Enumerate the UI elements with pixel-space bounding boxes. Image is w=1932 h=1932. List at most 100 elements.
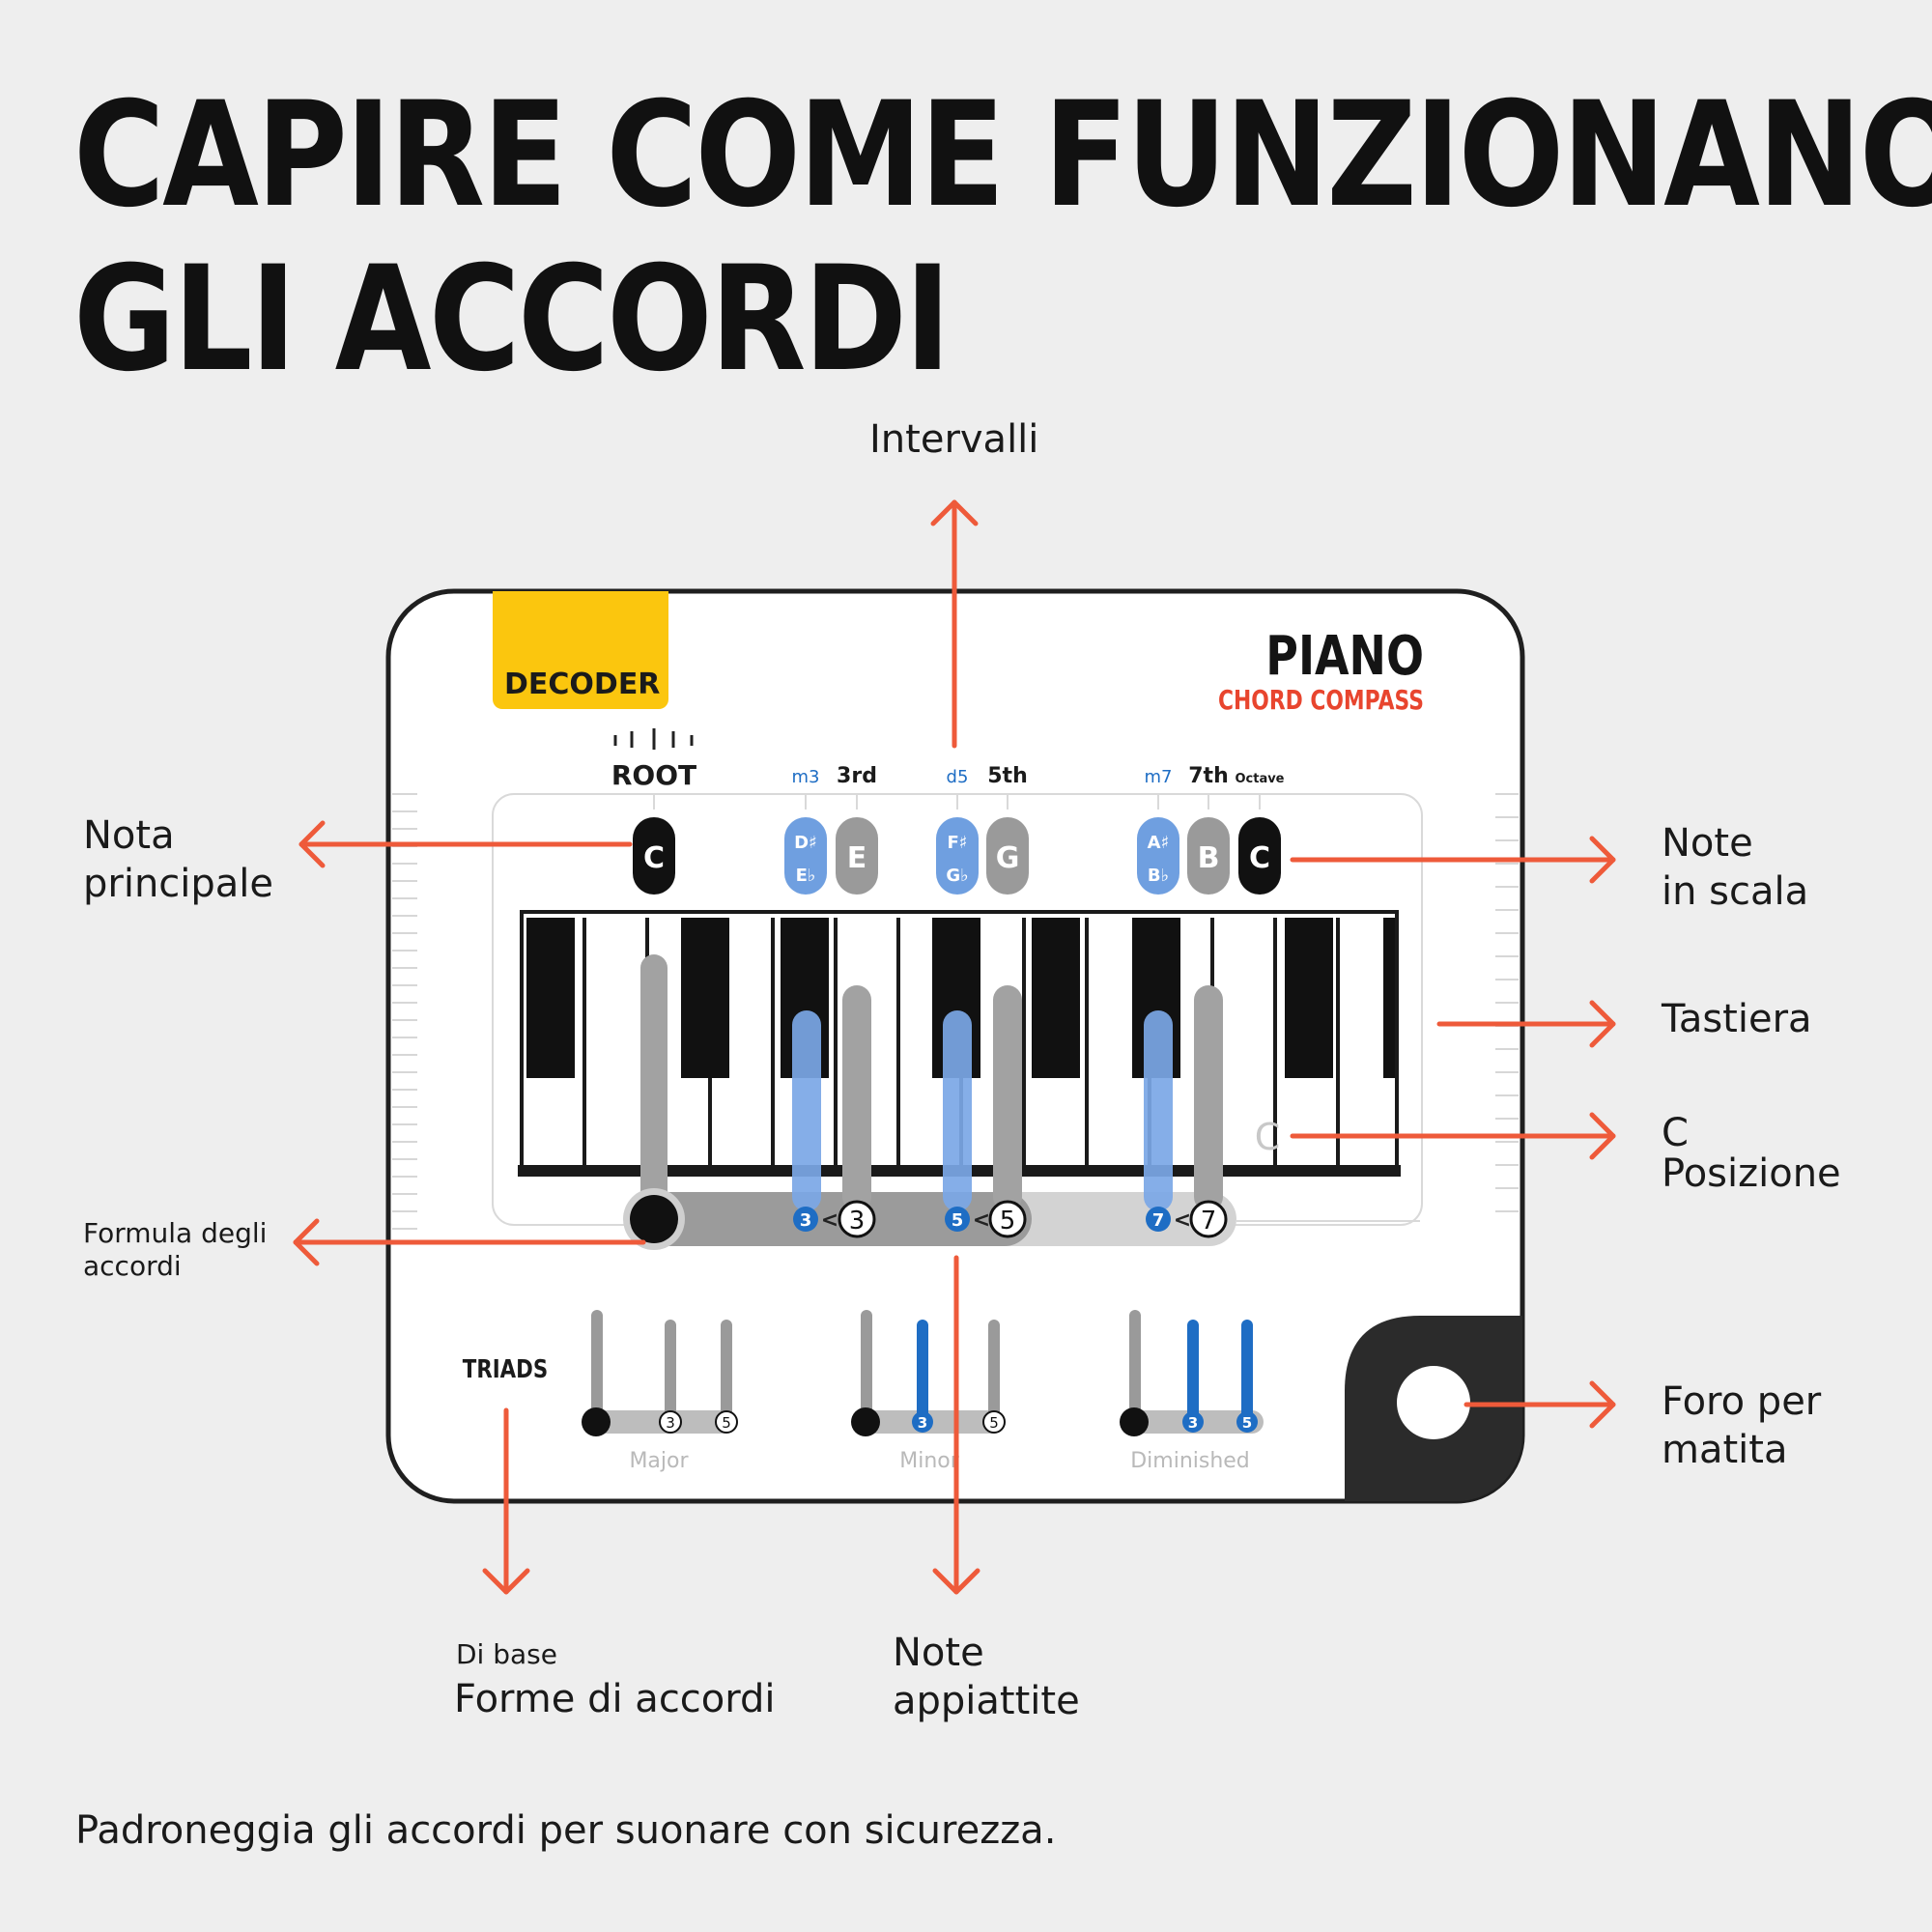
triad-dim-root — [1120, 1407, 1149, 1436]
triad-diminished[interactable]: 3 5 Diminished — [1120, 1310, 1264, 1473]
triad-minor-3-label: 3 — [918, 1414, 927, 1432]
callout-nota-principale-2: principale — [83, 862, 274, 906]
black-key-1[interactable] — [526, 918, 575, 1078]
formula-5-label: 5 — [1000, 1207, 1016, 1236]
d5-bar — [943, 1010, 972, 1211]
note-e: E — [847, 841, 867, 875]
decoder-badge-label: DECODER — [504, 668, 660, 701]
black-key-8[interactable] — [1383, 918, 1395, 1078]
header-m3: m3 — [792, 767, 820, 787]
callout-c-posizione-2: Posizione — [1662, 1151, 1841, 1196]
triad-major-3-label: 3 — [666, 1414, 675, 1432]
callout-nota-principale-1: Nota — [83, 813, 175, 858]
formula-flat-3 — [793, 1207, 818, 1232]
triad-major[interactable]: 3 5 Major — [582, 1310, 738, 1473]
triad-dim-5 — [1236, 1411, 1258, 1433]
triad-major-5 — [715, 1410, 738, 1434]
triad-dim-name: Diminished — [1130, 1449, 1250, 1473]
callout-formula-2: accordi — [83, 1250, 182, 1282]
note-b: B — [1198, 841, 1220, 875]
formula-flat-5 — [945, 1207, 970, 1232]
formula-7 — [1189, 1200, 1228, 1238]
note-pill-octave-c[interactable] — [1238, 817, 1281, 895]
note-pill-a-sharp[interactable] — [1137, 817, 1179, 895]
triads-label: TRIADS — [463, 1354, 548, 1384]
5th-bar — [993, 985, 1022, 1211]
note-f-sharp: F♯ — [947, 833, 967, 853]
note-pill-root-c[interactable] — [633, 817, 675, 895]
black-key-2[interactable] — [681, 918, 729, 1078]
formula-3 — [838, 1200, 876, 1238]
m7-bar — [1144, 1010, 1173, 1211]
formula-3-label: 3 — [849, 1207, 866, 1236]
arrow-formula — [293, 1218, 646, 1266]
arrow-tastiera — [1436, 1000, 1616, 1048]
formula-lt-5: < — [973, 1208, 990, 1233]
black-key-5[interactable] — [1032, 918, 1080, 1078]
formula-flat-7-label: 7 — [1152, 1210, 1165, 1231]
triad-minor-5-label: 5 — [989, 1414, 999, 1432]
callout-forme-small: Di base — [456, 1638, 557, 1670]
header-5th: 5th — [987, 764, 1028, 788]
triad-major-5-bar — [721, 1320, 732, 1422]
formula-5 — [988, 1200, 1027, 1238]
note-d-sharp: D♯ — [794, 833, 817, 853]
formula-flat-5-label: 5 — [952, 1210, 964, 1231]
callout-formula-1: Formula degli — [83, 1217, 268, 1249]
black-key-7[interactable] — [1285, 918, 1333, 1078]
header-7th: 7th — [1188, 764, 1229, 788]
triad-minor-root-bar — [861, 1310, 872, 1422]
formula-track-dark — [628, 1192, 1032, 1246]
callout-forme: Forme di accordi — [454, 1677, 776, 1721]
triad-dim-5-bar — [1241, 1320, 1253, 1422]
ruler-left — [392, 793, 417, 1230]
header-3rd: 3rd — [837, 764, 877, 788]
callout-appiattite-1: Note — [893, 1631, 984, 1675]
callout-foro-2: matita — [1662, 1428, 1788, 1472]
callout-intervalli: Intervalli — [869, 417, 1039, 462]
triad-major-name: Major — [629, 1449, 689, 1473]
root-knob[interactable] — [630, 1195, 678, 1243]
header-m7: m7 — [1145, 767, 1173, 787]
note-pill-f-sharp[interactable] — [936, 817, 979, 895]
note-a-sharp: A♯ — [1148, 833, 1170, 853]
note-pill-g[interactable] — [986, 817, 1029, 895]
note-octave-c: C — [1249, 841, 1270, 875]
triad-minor-3-bar — [917, 1320, 928, 1422]
formula-lt-7: < — [1174, 1208, 1191, 1233]
header-octave: Octave — [1235, 772, 1284, 786]
triad-minor[interactable]: 3 5 Minor — [851, 1310, 1006, 1473]
brand-subtitle: CHORD COMPASS — [1218, 684, 1424, 715]
panel-ticks — [653, 794, 1261, 810]
note-e-flat: E♭ — [796, 866, 816, 886]
triad-major-root — [582, 1407, 611, 1436]
callout-c-posizione-1: C — [1662, 1111, 1689, 1155]
triad-dim-root-bar — [1129, 1310, 1141, 1422]
triad-minor-root — [851, 1407, 880, 1436]
callout-tastiera: Tastiera — [1662, 997, 1812, 1041]
pencil-hole[interactable] — [1397, 1366, 1470, 1439]
c-position-letter: C — [1255, 1116, 1281, 1158]
note-b-flat: B♭ — [1148, 866, 1169, 886]
arrow-nota-principale — [298, 820, 633, 868]
arrow-intervalli — [930, 499, 979, 749]
brand-title: PIANO — [1265, 625, 1424, 689]
callout-appiattite-2: appiattite — [893, 1679, 1080, 1723]
triad-minor-name: Minor — [899, 1449, 959, 1473]
triad-dim-5-label: 5 — [1242, 1414, 1252, 1432]
formula-lt-3: < — [821, 1208, 838, 1233]
note-pill-d-sharp[interactable] — [784, 817, 827, 895]
callout-note-in-scala-2: in scala — [1662, 869, 1809, 914]
note-pill-b[interactable] — [1187, 817, 1230, 895]
note-pill-e[interactable] — [836, 817, 878, 895]
triad-major-3-bar — [665, 1320, 676, 1422]
triad-dim-3-bar — [1187, 1320, 1199, 1422]
root-bar — [640, 954, 668, 1211]
triad-major-root-bar — [591, 1310, 603, 1422]
footer-text: Padroneggia gli accordi per suonare con … — [75, 1808, 1057, 1853]
callout-foro-1: Foro per — [1662, 1379, 1822, 1424]
root-ticks — [613, 728, 694, 750]
arrow-appiattite — [932, 1255, 980, 1595]
header-root: ROOT — [611, 759, 696, 791]
